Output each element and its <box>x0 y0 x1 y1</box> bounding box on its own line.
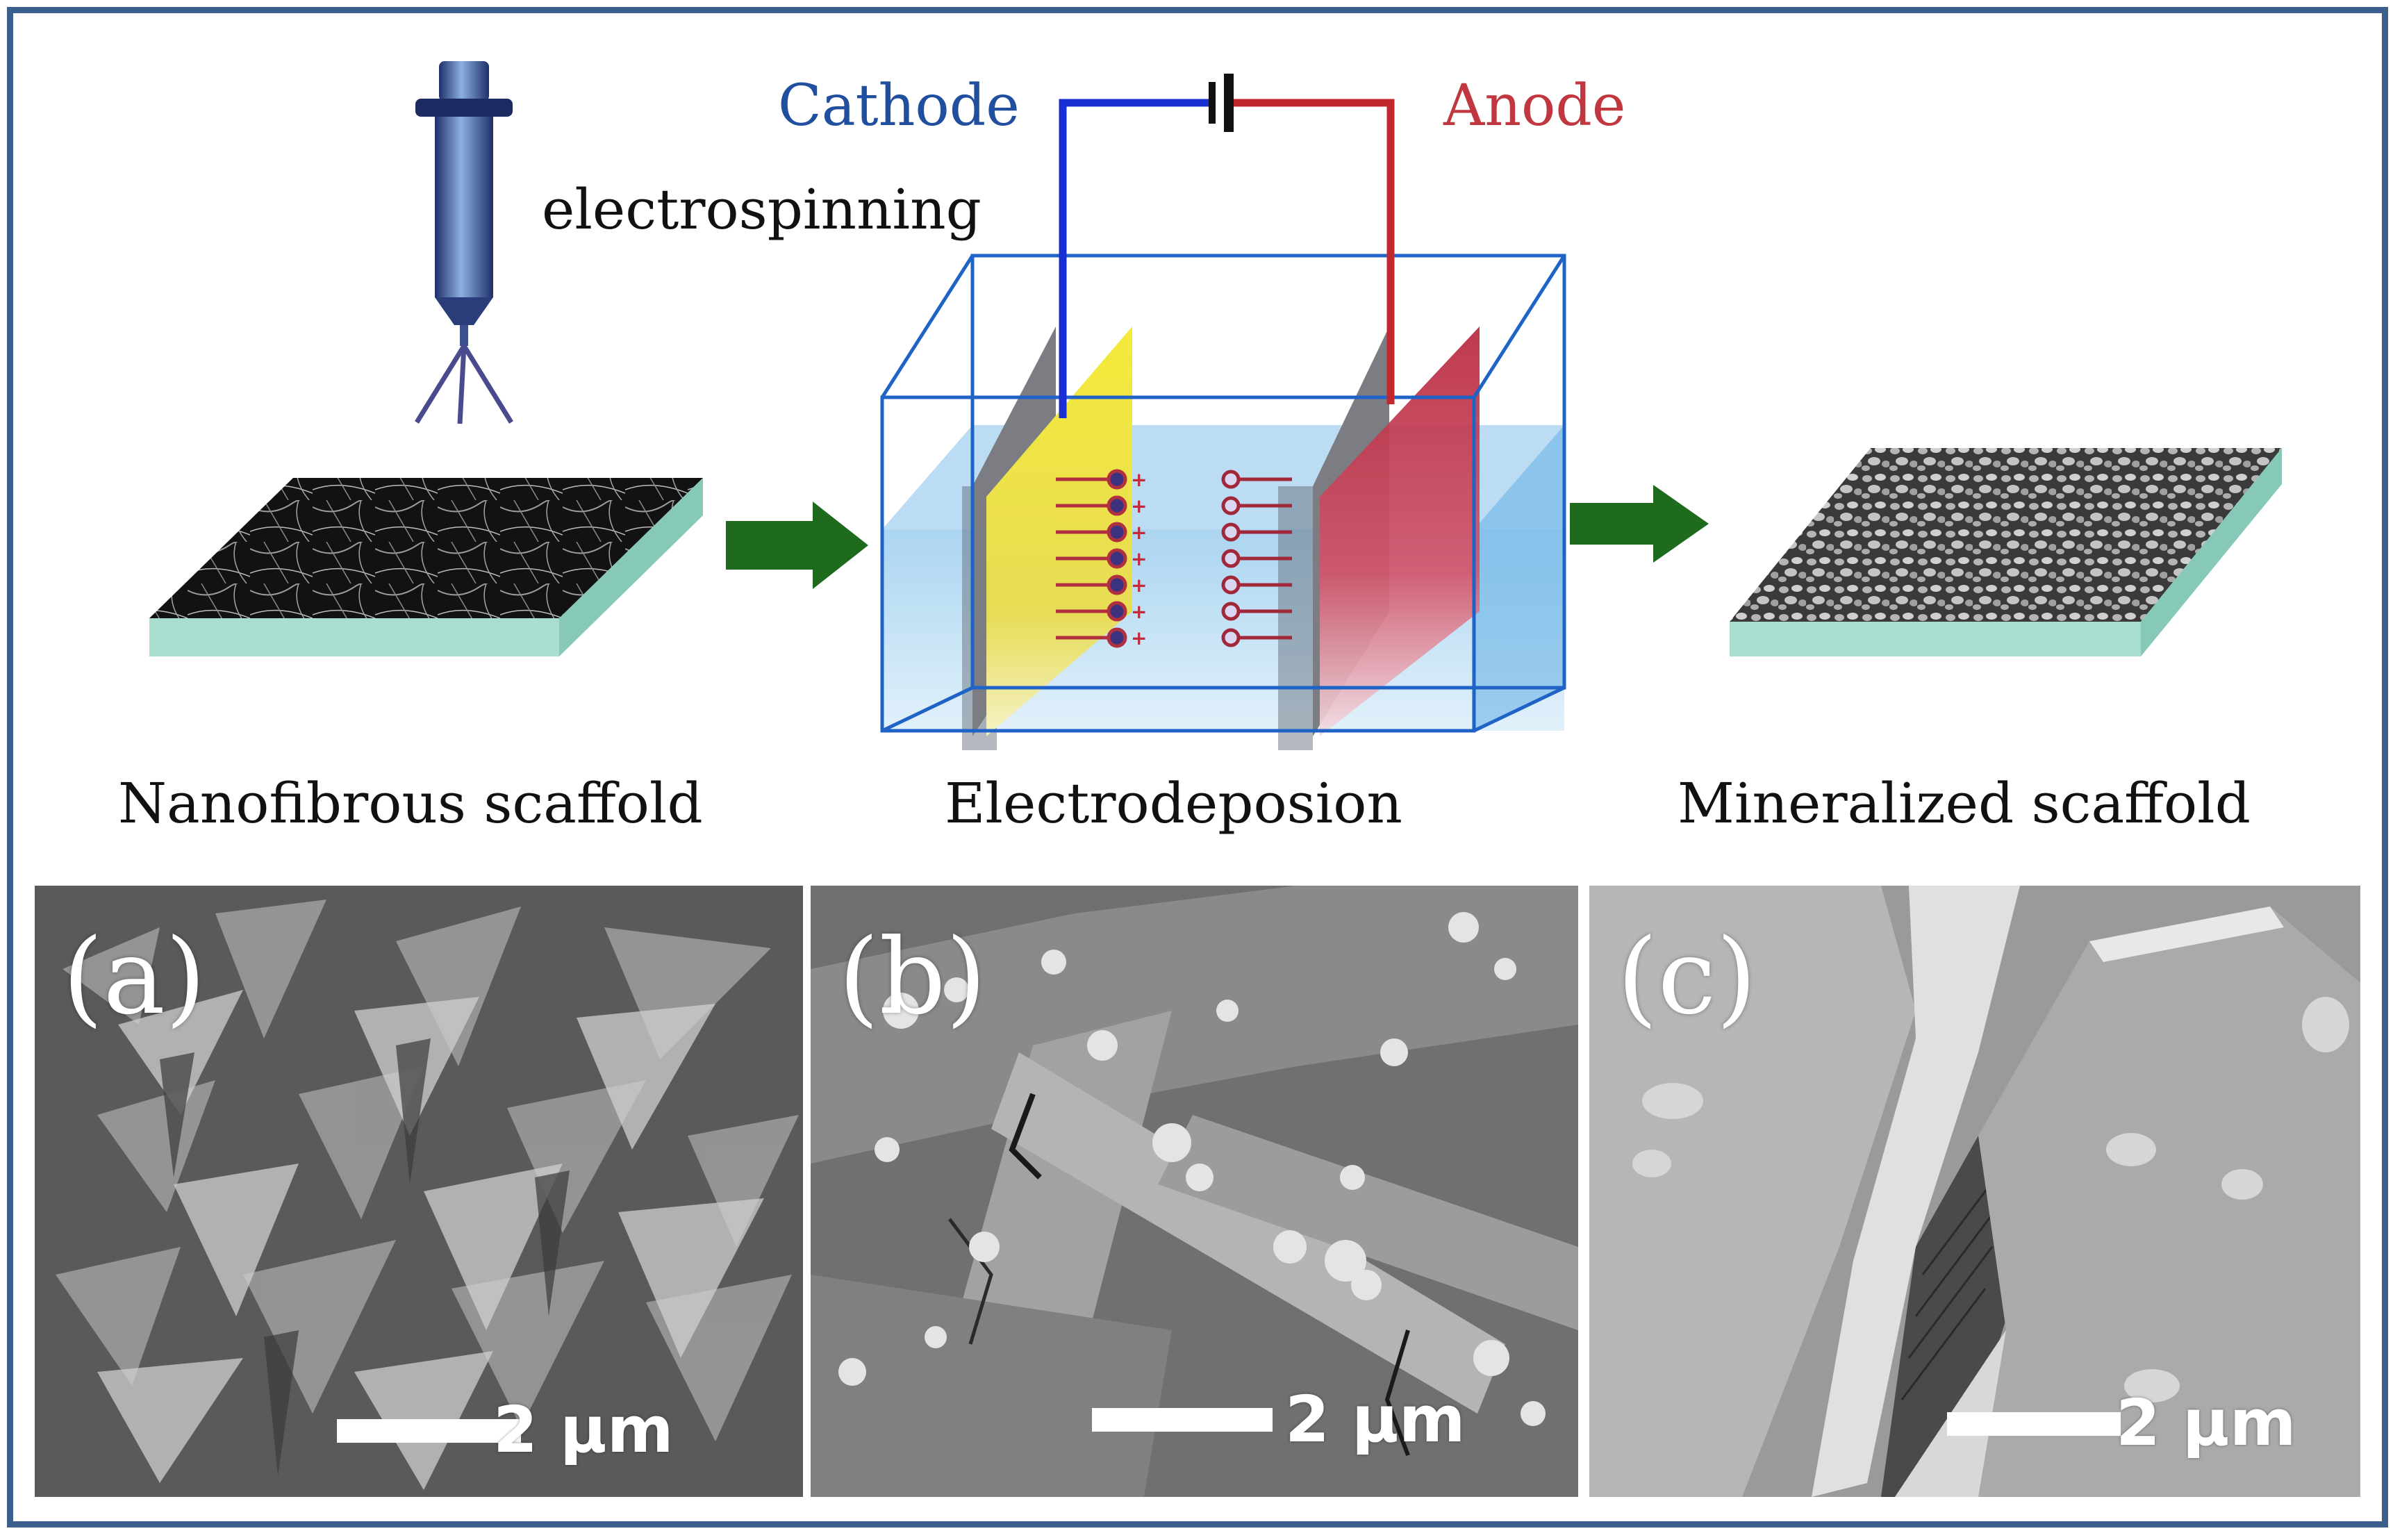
svg-text:+: + <box>1131 521 1147 544</box>
mineralized-scaffold-image <box>1730 448 2282 656</box>
scale-bar <box>1947 1412 2121 1436</box>
svg-text:+: + <box>1131 600 1147 623</box>
panel-label-b: (b) <box>838 917 987 1038</box>
svg-text:+: + <box>1131 468 1147 491</box>
scale-bar <box>337 1419 521 1443</box>
circuit-wires <box>1059 99 1395 418</box>
sem-image-b: (b) 2 μm <box>811 886 1578 1497</box>
panel-label-c: (c) <box>1617 917 1757 1038</box>
process-schematic: + + + + + + + <box>149 61 2282 750</box>
svg-text:+: + <box>1131 495 1147 518</box>
scale-text: 2 μm <box>1285 1382 1466 1457</box>
sem-image-a: (a) 2 μm <box>35 886 803 1497</box>
caption-mineralized-scaffold: Mineralized scaffold <box>1678 771 2251 836</box>
scale-text: 2 μm <box>493 1393 674 1467</box>
battery-icon <box>1209 74 1234 132</box>
svg-text:+: + <box>1131 627 1147 649</box>
sem-image-c: (c) 2 μm <box>1589 886 2360 1497</box>
anode-label: Anode <box>1443 73 1626 139</box>
scale-text: 2 μm <box>2116 1386 2296 1460</box>
nanofibrous-scaffold-image <box>149 478 703 656</box>
arrow-icon <box>726 502 868 589</box>
cathode-label: Cathode <box>778 73 1020 139</box>
scale-bar <box>1092 1408 1273 1432</box>
panel-label-a: (a) <box>63 917 206 1038</box>
caption-nanofibrous-scaffold: Nanofibrous scaffold <box>118 771 703 836</box>
arrow-icon <box>1570 485 1709 563</box>
svg-text:+: + <box>1131 547 1147 570</box>
caption-electrodeposition: Electrodeposion <box>945 771 1402 836</box>
electrospinning-label: electrospinning <box>542 177 981 242</box>
electrodeposition-tank: + + + + + + + <box>880 254 1566 750</box>
syringe-icon <box>415 61 513 424</box>
svg-text:+: + <box>1131 574 1147 597</box>
